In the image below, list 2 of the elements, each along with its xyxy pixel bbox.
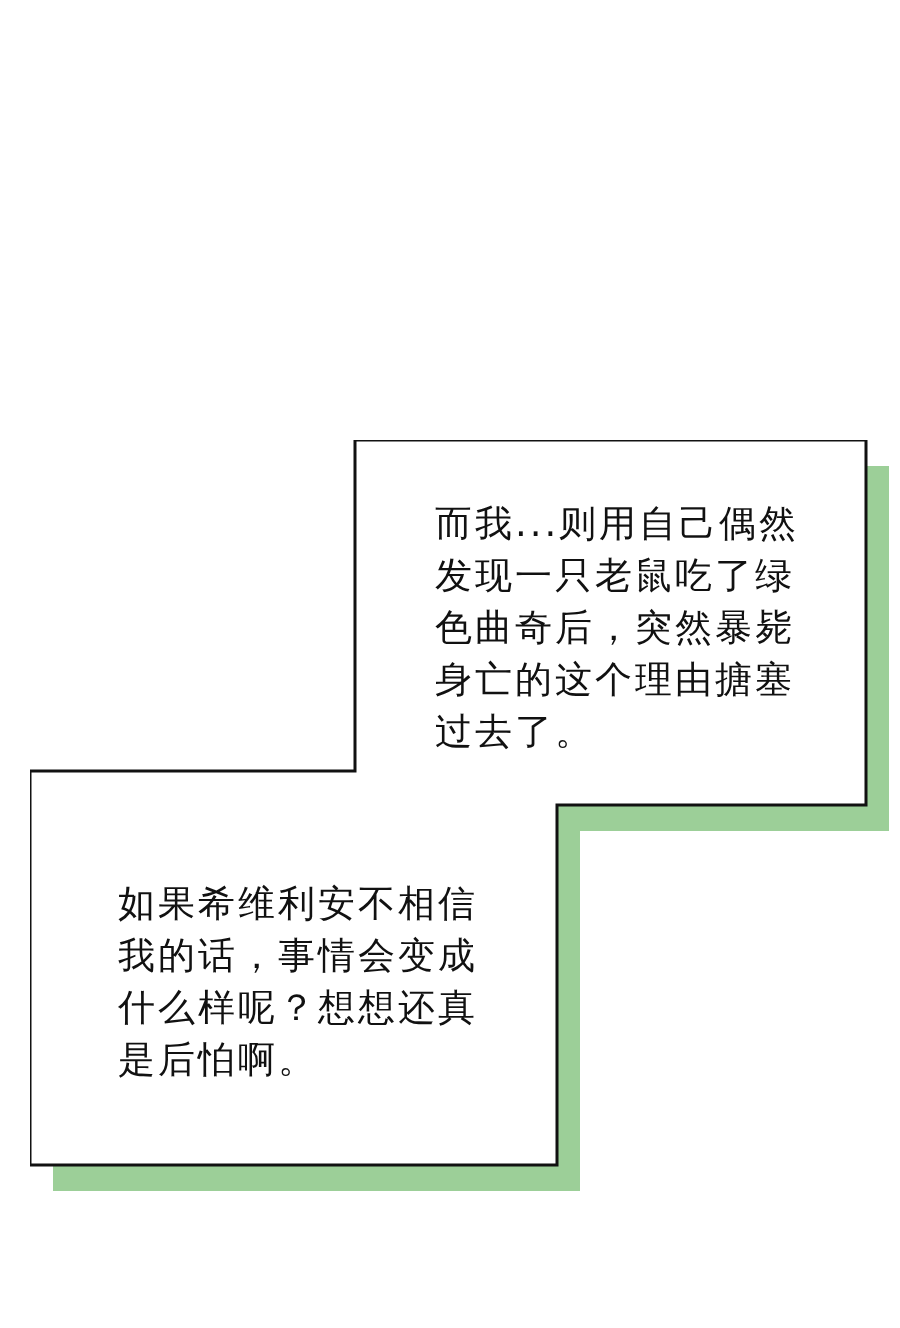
dialogue-text: 而我...则用自己偶然发现一只老鼠吃了绿色曲奇后，突然暴毙身亡的这个理由搪塞过去了。 xyxy=(435,501,801,755)
dialogue-text: 如果希维利安不相信我的话，事情会变成什么样呢？想想还真是后怕啊。 xyxy=(118,881,479,1083)
